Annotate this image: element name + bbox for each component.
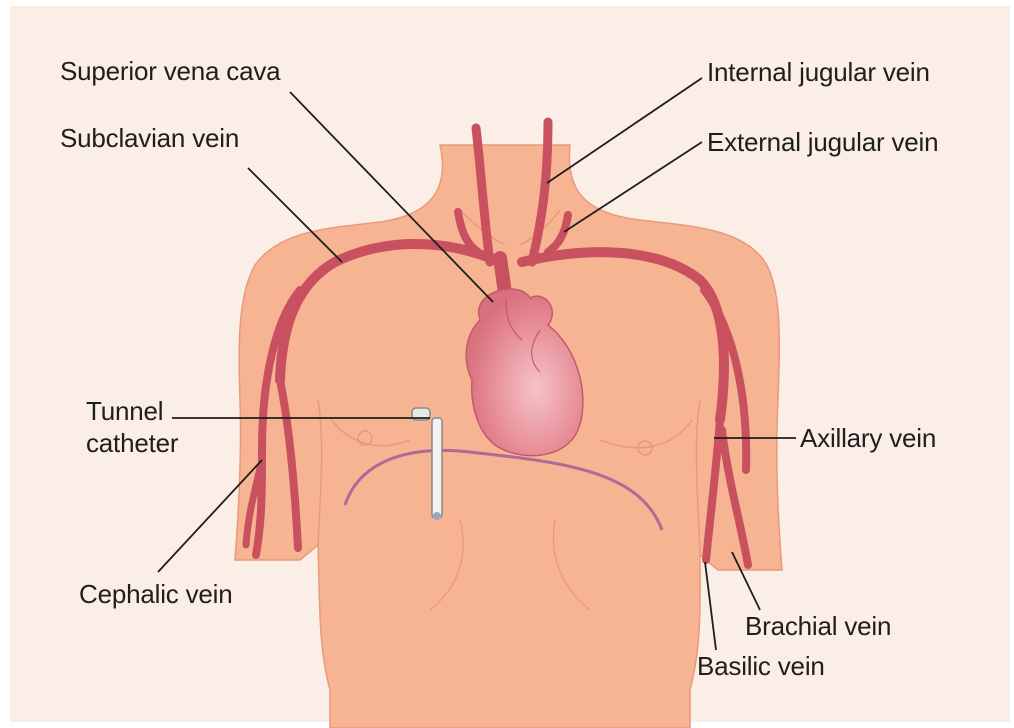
label-cephalic-vein: Cephalic vein bbox=[79, 580, 233, 609]
leader-basilic-vein bbox=[705, 562, 716, 650]
label-basilic-vein: Basilic vein bbox=[697, 652, 825, 681]
label-axillary-vein: Axillary vein bbox=[800, 424, 936, 453]
label-internal-jugular-vein: Internal jugular vein bbox=[707, 58, 930, 87]
label-tunnel-catheter-line2: catheter bbox=[86, 428, 178, 460]
label-tunnel-catheter-line1: Tunnel bbox=[86, 396, 178, 428]
label-superior-vena-cava: Superior vena cava bbox=[60, 57, 280, 86]
label-subclavian-vein: Subclavian vein bbox=[60, 124, 239, 153]
label-tunnel-catheter: Tunnel catheter bbox=[86, 396, 178, 459]
label-brachial-vein: Brachial vein bbox=[745, 612, 891, 641]
label-external-jugular-vein: External jugular vein bbox=[707, 128, 938, 157]
leader-internal-jugular-vein bbox=[547, 78, 702, 183]
